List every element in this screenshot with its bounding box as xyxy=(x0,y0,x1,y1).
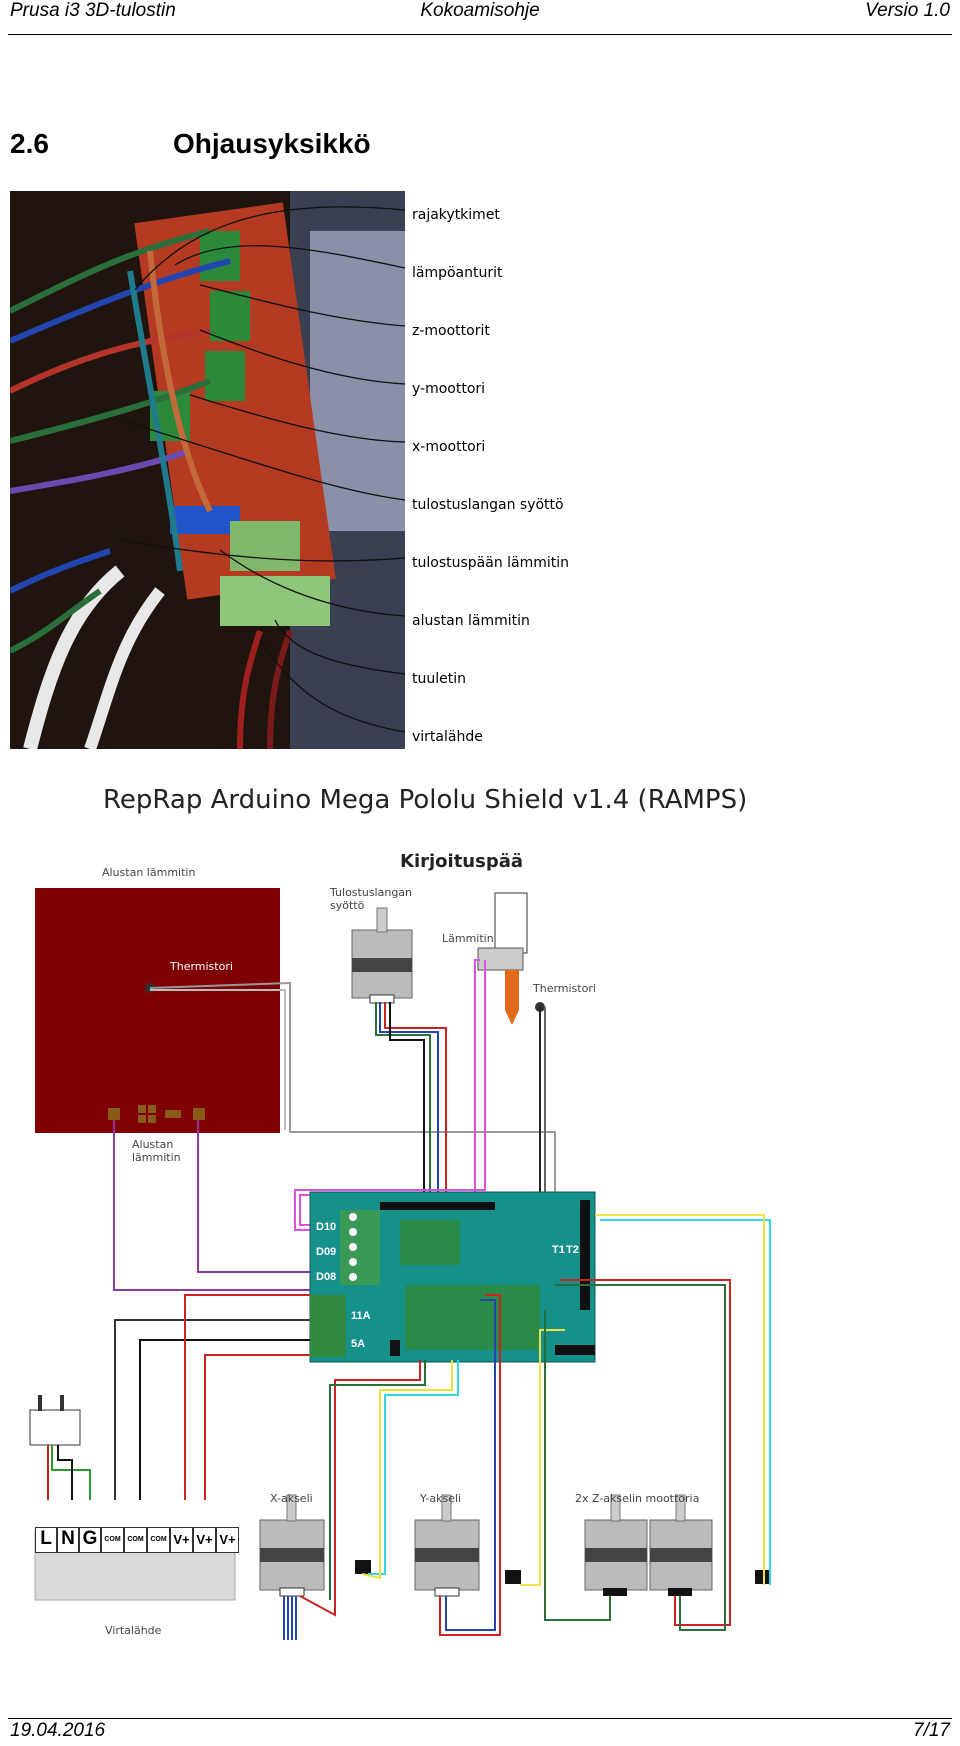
board-label-d10: D10 xyxy=(316,1221,337,1233)
header-doc-title: Prusa i3 3D-tulostin xyxy=(10,0,176,21)
label-virtalahde: virtalähde xyxy=(412,729,483,745)
psu-label: Virtalähde xyxy=(105,1624,162,1637)
footer-page-number: 7/17 xyxy=(913,1720,950,1741)
board-label-t2: T2 xyxy=(566,1244,579,1256)
psu-terminal-com-1: COM xyxy=(101,1527,124,1553)
extruder-head-label: Kirjoituspää xyxy=(400,851,524,872)
label-alustan-lammitin: alustan lämmitin xyxy=(412,613,530,629)
y-axis-motor-label: Y-akseli xyxy=(420,1492,462,1505)
board-label-5a: 5A xyxy=(351,1338,366,1350)
control-unit-photo xyxy=(10,191,405,749)
psu-terminal-com-3: COM xyxy=(147,1527,170,1553)
filament-feeder-label: Tulostuslangan syöttö xyxy=(330,886,413,912)
hotend-heater-label: Lämmitin xyxy=(442,932,494,945)
psu-terminal-com-2: COM xyxy=(124,1527,147,1553)
page-header: Prusa i3 3D-tulostin Kokoamisohje Versio… xyxy=(8,0,952,35)
header-doc-type: Kokoamisohje xyxy=(420,0,540,21)
label-y-moottori: y-moottori xyxy=(412,381,486,397)
psu-terminal-g: G xyxy=(79,1527,101,1553)
wiring-diagram-title: RepRap Arduino Mega Pololu Shield v1.4 (… xyxy=(103,785,748,815)
label-z-moottorit: z-moottorit xyxy=(412,323,490,339)
heated-bed xyxy=(35,888,280,1133)
power-plug xyxy=(29,1409,81,1446)
psu-terminal-l: L xyxy=(35,1527,57,1553)
z-axis-motors-label: 2x Z-akselin moottoria xyxy=(575,1492,700,1505)
board-label-11a: 11A xyxy=(351,1310,371,1322)
psu-terminal-n: N xyxy=(57,1527,79,1553)
board-label-d08: D08 xyxy=(316,1271,337,1283)
header-version: Versio 1.0 xyxy=(865,0,950,21)
bed-heater-connector-label: Alustan lämmitin xyxy=(132,1138,181,1164)
psu-terminal-vplus-1: V+ xyxy=(170,1527,193,1553)
board-label-d09: D09 xyxy=(316,1246,337,1258)
section-number: 2.6 xyxy=(10,128,49,159)
psu-terminal-vplus-3: V+ xyxy=(216,1527,239,1553)
label-tuuletin: tuuletin xyxy=(412,671,466,687)
bed-heater-label: Alustan lämmitin xyxy=(102,866,196,879)
label-lampoanturit: lämpöanturit xyxy=(412,265,503,281)
hotend-heatsink xyxy=(494,892,528,954)
page-footer: 19.04.2016 7/17 xyxy=(8,1718,952,1746)
section-title: Ohjausyksikkö xyxy=(173,128,371,159)
hotend-thermistor-label: Thermistori xyxy=(533,982,596,995)
footer-date: 19.04.2016 xyxy=(10,1720,106,1741)
label-rajakytkimet: rajakytkimet xyxy=(412,207,500,223)
x-axis-motor-label: X-akseli xyxy=(270,1492,313,1505)
label-tulostuspaan-lammitin: tulostuspään lämmitin xyxy=(412,555,570,571)
board-label-t1: T1 xyxy=(552,1244,565,1256)
label-x-moottori: x-moottori xyxy=(412,439,486,455)
psu-terminal-vplus-2: V+ xyxy=(193,1527,216,1553)
wiring-diagram xyxy=(29,888,771,1640)
bed-thermistor-label: Thermistori xyxy=(170,960,233,973)
label-tulostuslangan-syotto: tulostuslangan syöttö xyxy=(412,497,564,513)
